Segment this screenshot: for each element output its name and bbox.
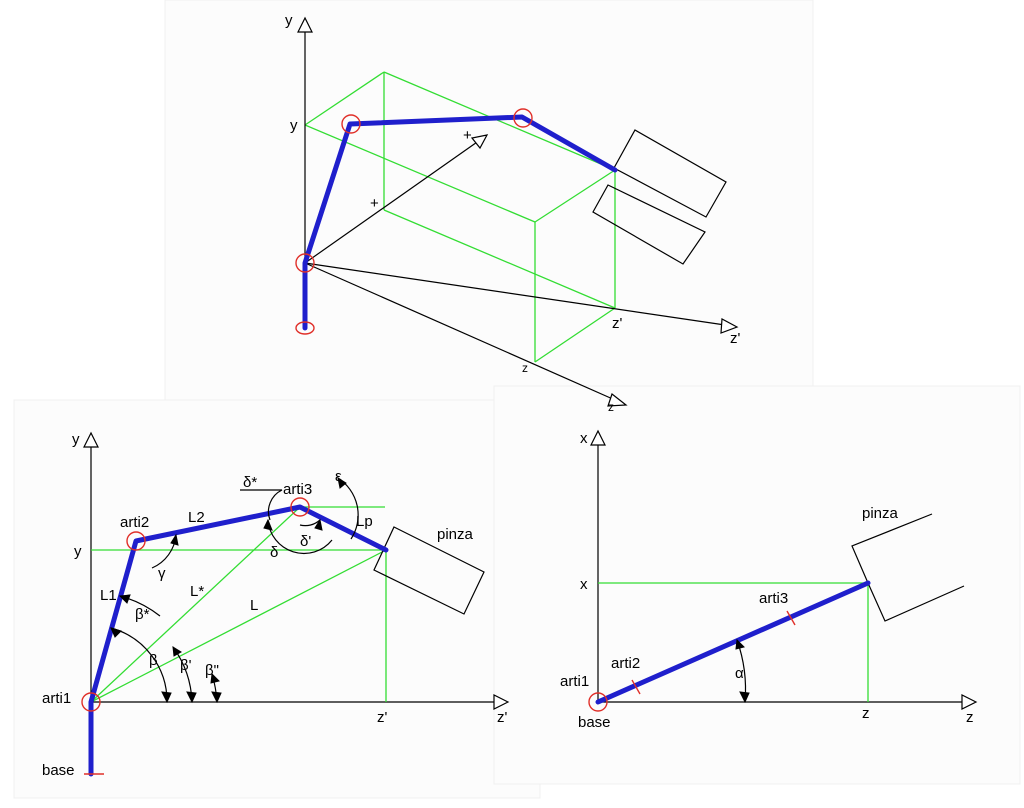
plan-base-label: base: [578, 714, 611, 731]
side-beta-prime-label: β': [180, 657, 192, 674]
top-zp-axis-label: z': [730, 330, 741, 347]
side-epsilon-label: ε: [335, 468, 342, 485]
top-x-mark-label: +: [370, 195, 379, 212]
side-Lstar-label: L*: [190, 583, 204, 600]
plan-arti3-label: arti3: [759, 590, 788, 607]
plan-alpha-label: α: [735, 665, 744, 682]
side-Lp-label: Lp: [356, 513, 373, 530]
side-gripper: [373, 526, 485, 615]
plan-base-joint: [588, 692, 608, 712]
side-L2-label: L2: [188, 509, 205, 526]
side-arm: [88, 504, 389, 777]
plan-construction-lines: [598, 582, 869, 702]
plan-x-axis-label: x: [580, 430, 588, 447]
side-arti3-label: arti3: [283, 481, 312, 498]
side-view: y y z' z' arti1 arti2 arti3 base pinza L…: [42, 431, 510, 779]
isometric-gripper: [592, 129, 727, 265]
side-angle-arcs: [110, 476, 359, 704]
side-L-label: L: [250, 597, 258, 614]
side-y-mark-label: y: [74, 543, 82, 560]
top-y-axis-label: y: [285, 12, 293, 29]
side-beta-dprime-label: β": [205, 662, 219, 679]
plan-axes: [590, 429, 978, 710]
side-panel-background: [13, 399, 541, 799]
plan-z-axis-label: z: [966, 709, 974, 726]
isometric-arm: [302, 114, 618, 331]
side-arti1-label: arti1: [42, 690, 71, 707]
plan-panel-background: [493, 385, 1021, 785]
side-joints: [81, 497, 310, 712]
side-axes: [83, 431, 510, 710]
isometric-joints: [295, 108, 533, 335]
plan-z-mark-label: z: [862, 705, 870, 722]
side-zp-axis-label: z': [497, 709, 508, 726]
top-y-mark-label: y: [290, 117, 298, 134]
side-zp-mark-label: z': [377, 709, 388, 726]
isometric-construction-box: [304, 71, 616, 363]
top-z-axis-label: z: [608, 400, 614, 414]
plan-arti2-label: arti2: [611, 655, 640, 672]
side-beta-star-label: β*: [135, 606, 150, 623]
side-L1-label: L1: [100, 587, 117, 604]
side-delta-prime-label: δ': [300, 533, 311, 550]
side-arti2-label: arti2: [120, 514, 149, 531]
side-pinza-label: pinza: [437, 526, 474, 543]
side-beta-label: β: [149, 652, 158, 669]
top-zp-mark-label: z': [612, 315, 623, 332]
plan-pinza-label: pinza: [862, 505, 899, 522]
plan-arti2-tick: [631, 679, 641, 695]
plan-x-mark-label: x: [580, 576, 588, 593]
plan-arm: [595, 580, 871, 705]
plan-arti1-label: arti1: [560, 673, 589, 690]
side-base-label: base: [42, 762, 75, 779]
top-x-axis-label: +: [463, 127, 472, 144]
side-gamma-label: γ: [158, 565, 166, 582]
side-delta-star-label: δ*: [243, 474, 257, 491]
top-z-mark-label: z: [522, 361, 528, 375]
plan-arti3-tick: [786, 610, 796, 626]
top-isometric-view: y y + + z' z' z z: [285, 12, 741, 414]
side-delta-label: δ: [270, 544, 278, 561]
plan-view: x x z z arti1 arti2 arti3 base pinza α: [560, 429, 978, 731]
side-y-axis-label: y: [72, 431, 80, 448]
